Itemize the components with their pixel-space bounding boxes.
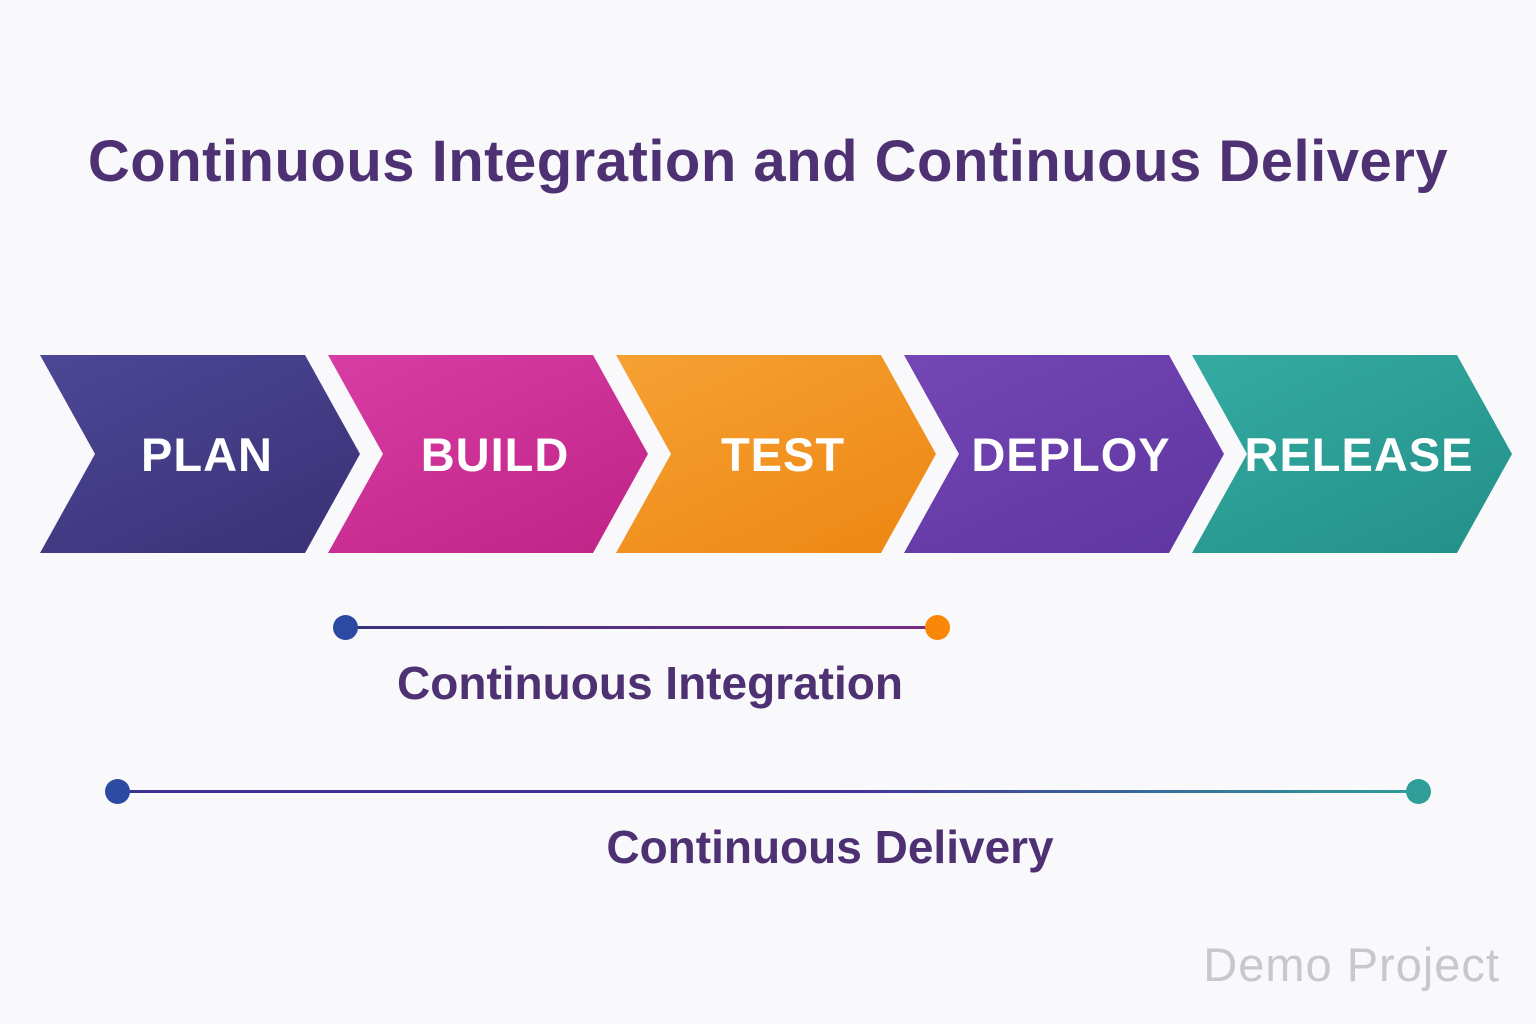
page-title: Continuous Integration and Continuous De… xyxy=(87,129,1449,194)
continuous-integration-end-dot xyxy=(925,615,950,640)
pipeline-stage-deploy: DEPLOY xyxy=(904,355,1224,553)
pipeline-stage-test: TEST xyxy=(616,355,936,553)
continuous-delivery-start-dot xyxy=(105,779,130,804)
continuous-delivery-line xyxy=(118,790,1418,793)
pipeline-stage-release: RELEASE xyxy=(1192,355,1512,553)
pipeline-chevrons: PLAN BUILD TEST DEPLOY RELEASE xyxy=(0,355,1536,553)
stage-label: DEPLOY xyxy=(971,427,1171,481)
pipeline-stage-plan: PLAN xyxy=(40,355,360,553)
stage-label: BUILD xyxy=(420,427,570,481)
continuous-integration-start-dot xyxy=(333,615,358,640)
stage-label: PLAN xyxy=(141,427,273,481)
continuous-delivery-label: Continuous Delivery xyxy=(606,821,1054,873)
continuous-integration-label: Continuous Integration xyxy=(397,657,903,709)
watermark-text: Demo Project xyxy=(1203,938,1500,991)
pipeline-stage-build: BUILD xyxy=(328,355,648,553)
stage-label: RELEASE xyxy=(1244,427,1474,481)
continuous-delivery-end-dot xyxy=(1406,779,1431,804)
continuous-integration-line xyxy=(346,626,938,629)
stage-label: TEST xyxy=(720,427,846,481)
